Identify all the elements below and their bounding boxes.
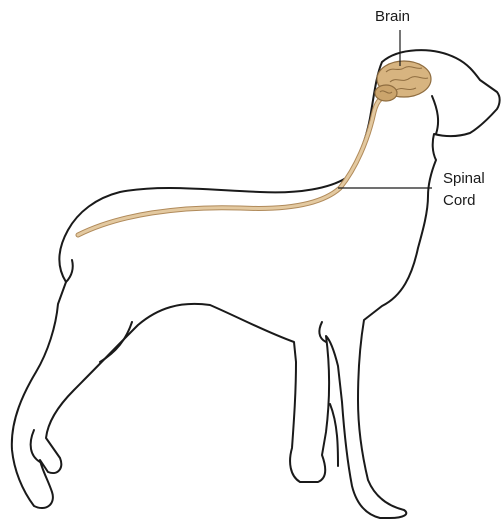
spinal-cord-label-line1: Spinal bbox=[443, 170, 485, 188]
dog-body-outline bbox=[12, 50, 500, 518]
brain-label: Brain bbox=[375, 8, 410, 26]
spinal-cord-label-line2: Cord bbox=[443, 192, 476, 210]
front-leg-back-line bbox=[330, 404, 338, 466]
